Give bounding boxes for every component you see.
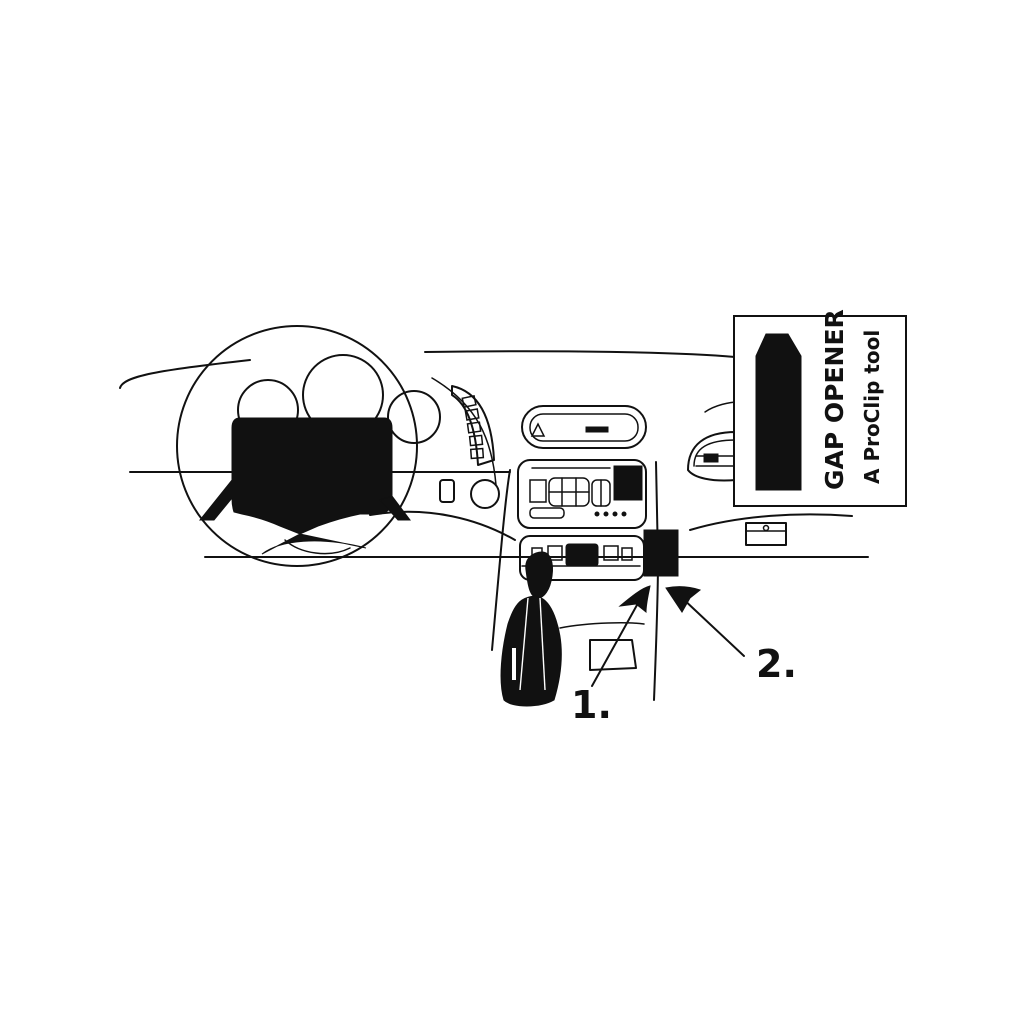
right-air-vent xyxy=(687,431,737,482)
dash-controls-left xyxy=(439,479,500,509)
steering-wheel-icon xyxy=(176,325,418,567)
gap-opener-panel: GAP OPENER A ProClip tool xyxy=(733,309,907,507)
mounting-bracket xyxy=(643,529,679,577)
tool-subtitle: A ProClip tool xyxy=(860,330,884,484)
gap-opener-tool-icon xyxy=(755,333,802,491)
center-air-vent xyxy=(521,405,647,449)
arrow-icon xyxy=(665,586,745,657)
gear-shifter-icon xyxy=(500,551,562,707)
callout-label-1: 1. xyxy=(571,683,612,727)
switch-column xyxy=(451,385,495,466)
callout-label-2: 2. xyxy=(756,642,797,686)
arrow-icon xyxy=(591,585,651,687)
glovebox-latch xyxy=(745,522,787,546)
tool-title: GAP OPENER xyxy=(820,309,849,490)
